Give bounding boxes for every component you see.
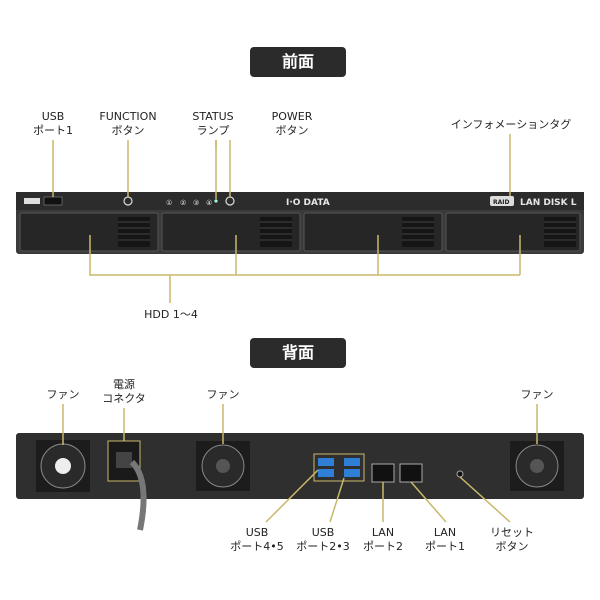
label-info-tag: インフォメーションタグ xyxy=(450,118,572,131)
raid-badge: RAID xyxy=(493,199,509,206)
model-logo: LAN DISK L xyxy=(520,198,577,208)
label-usb-port23: USB ポート2•3 xyxy=(296,526,350,553)
back-heading: 背面 xyxy=(250,338,346,368)
bay-number-2: ② xyxy=(180,199,186,207)
back-leader-lines xyxy=(62,404,538,523)
back-chassis xyxy=(16,433,584,531)
bay-number-3: ③ xyxy=(193,199,199,207)
brand-logo: I·O DATA xyxy=(286,198,330,208)
front-unit-texts: ① ② ③ ④ I·O DATA RAID LAN DISK L xyxy=(166,198,577,208)
label-status-lamp: STATUS ランプ xyxy=(192,110,234,137)
label-lan-port1: LAN ポート1 xyxy=(425,526,465,553)
label-fan-left: ファン xyxy=(46,388,80,401)
label-function-button: FUNCTION ボタン xyxy=(99,110,157,137)
front-leader-lines xyxy=(52,134,521,303)
label-fan-middle: ファン xyxy=(206,388,240,401)
label-hdd: HDD 1～4 xyxy=(144,308,198,321)
label-usb-port45: USB ポート4•5 xyxy=(230,526,284,553)
label-fan-right: ファン xyxy=(520,388,554,401)
bay-number-4: ④ xyxy=(206,199,212,207)
label-usb-port1: USB ポート1 xyxy=(33,110,73,137)
label-power-connector: 電源 コネクタ xyxy=(102,378,146,405)
label-lan-port2: LAN ポート2 xyxy=(363,526,403,553)
front-heading: 前面 xyxy=(250,47,346,77)
label-power-button: POWER ボタン xyxy=(271,110,313,137)
bay-number-1: ① xyxy=(166,199,172,207)
front-chassis xyxy=(16,192,584,254)
label-reset-button: リセット ボタン xyxy=(490,526,534,553)
